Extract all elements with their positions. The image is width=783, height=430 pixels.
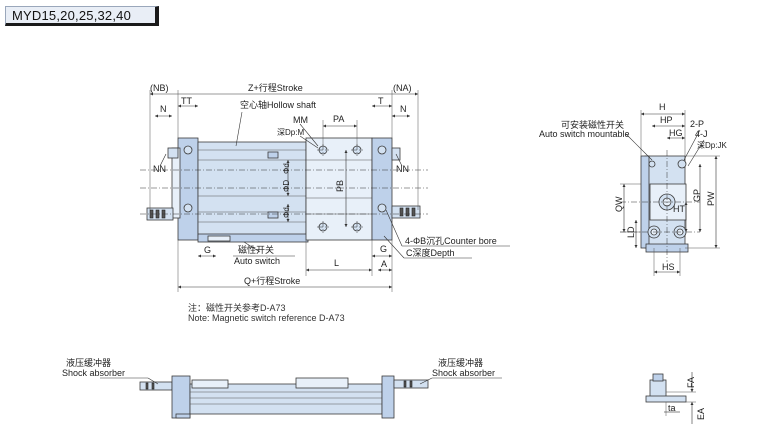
top-view xyxy=(140,90,510,292)
mm-label: MM xyxy=(293,115,308,125)
hp-label: HP xyxy=(660,115,673,125)
depth-jk-label: 深Dp:JK xyxy=(697,141,727,150)
tt-label: TT xyxy=(181,96,192,106)
left-shock-absorber xyxy=(139,381,173,391)
a-label: A xyxy=(381,259,387,269)
model-title: MYD15,20,25,32,40 xyxy=(5,6,159,26)
shock-view-labels: 液压缓冲器 Shock absorber 液压缓冲器 Shock absorbe… xyxy=(62,357,495,378)
two-p-label: 2-P xyxy=(690,119,704,129)
slider-table xyxy=(305,137,373,241)
shock-body xyxy=(189,383,383,415)
nb-label: (NB) xyxy=(150,83,169,93)
nn-right-label: NN xyxy=(396,164,409,174)
side-view-labels: H HP HG 2-P 4-J 深Dp:JK 可安装磁性开关 Auto swit… xyxy=(539,102,727,272)
left-cap xyxy=(171,147,181,219)
side-view xyxy=(620,110,720,276)
note-line-1: 注：磁性开关参考D-A73 xyxy=(188,302,286,313)
depth-m-label: 深Dp:M xyxy=(277,128,304,137)
auto-switch-en-label: Auto switch xyxy=(234,256,280,266)
fa-label: FA xyxy=(686,377,696,388)
stroke-bottom-label: Q+行程Stroke xyxy=(244,275,300,286)
mount-cn-label: 可安装磁性开关 xyxy=(561,119,624,130)
note: 注：磁性开关参考D-A73 Note: Magnetic switch refe… xyxy=(188,302,345,323)
shock-right-cn-label: 液压缓冲器 xyxy=(438,357,483,368)
top-view-labels: (NB) Z+行程Stroke (NA) N TT 空心轴Hollow shaf… xyxy=(150,82,497,286)
g-right-label: G xyxy=(380,244,387,254)
ld-label: LD xyxy=(626,226,636,238)
stroke-top-label: Z+行程Stroke xyxy=(248,82,303,93)
n-right-label: N xyxy=(400,104,407,114)
shock-view xyxy=(100,375,502,419)
four-j-label: 4-J xyxy=(695,129,708,139)
t-label: T xyxy=(378,96,384,106)
mount-en-label: Auto switch mountable xyxy=(539,129,630,139)
gp-label: GP xyxy=(692,189,702,202)
phi-d-upper-label: Φd xyxy=(282,163,291,174)
auto-switch-cn-label: 磁性开关 xyxy=(238,244,274,255)
ta-label: ta xyxy=(668,403,676,413)
phi-d-lower-label: Φd xyxy=(282,207,291,218)
hg-label: HG xyxy=(669,128,683,138)
pb-label: PB xyxy=(335,180,345,192)
pa-label: PA xyxy=(333,114,344,124)
ht-label: HT xyxy=(673,204,685,214)
hs-label: HS xyxy=(662,262,675,272)
qw-label: QW xyxy=(614,196,624,212)
pw-label: PW xyxy=(706,191,716,206)
h-label: H xyxy=(659,102,666,112)
note-line-2: Note: Magnetic switch reference D-A73 xyxy=(188,313,345,323)
shock-right-en-label: Shock absorber xyxy=(432,368,495,378)
right-end-plate xyxy=(371,137,393,241)
phi-d-mid-label: ΦD xyxy=(282,180,291,192)
detail-view xyxy=(645,372,696,424)
na-label: (NA) xyxy=(393,83,412,93)
detail-block xyxy=(649,379,667,399)
hollow-shaft-label: 空心轴Hollow shaft xyxy=(240,99,317,110)
detail-view-labels: FA ta EA xyxy=(668,377,706,420)
shock-left-en-label: Shock absorber xyxy=(62,368,125,378)
g-left-label: G xyxy=(204,245,211,255)
c-depth-label: C深度Depth xyxy=(406,247,455,258)
counter-bore-label: 4-ΦB沉孔Counter bore xyxy=(405,236,497,246)
shock-left-cn-label: 液压缓冲器 xyxy=(66,357,111,368)
ea-label: EA xyxy=(696,408,706,420)
nn-left-label: NN xyxy=(153,164,166,174)
n-left-label: N xyxy=(160,104,167,114)
l-label: L xyxy=(334,258,339,268)
